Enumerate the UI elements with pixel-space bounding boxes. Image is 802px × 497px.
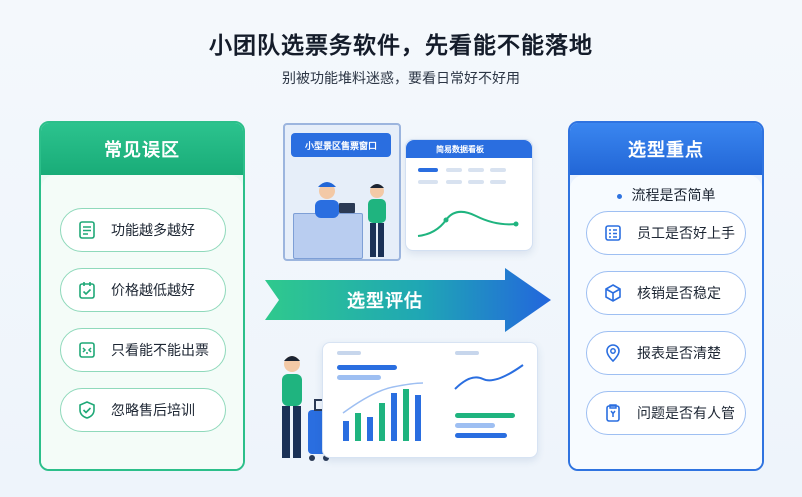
page-title: 小团队选票务软件，先看能不能落地 bbox=[209, 33, 593, 59]
report-scene bbox=[270, 342, 542, 466]
key-point-label: 报表是否清楚 bbox=[637, 346, 721, 362]
arrow-shape bbox=[265, 268, 551, 332]
misconceptions-panel: 常见误区 功能越多越好 价格越低越好 只看能不能出票 忽略售后培训 bbox=[39, 121, 245, 471]
dashboard-line-chart bbox=[417, 168, 519, 237]
evaluation-arrow: 选型评估 bbox=[265, 268, 551, 332]
misconception-item-support: 忽略售后培训 bbox=[60, 388, 226, 432]
ticket-scan-icon bbox=[77, 340, 97, 360]
misconceptions-body: 功能越多越好 价格越低越好 只看能不能出票 忽略售后培训 bbox=[41, 175, 243, 469]
booth-counter bbox=[293, 213, 363, 259]
bullet-dot bbox=[616, 193, 622, 199]
misconception-label: 功能越多越好 bbox=[111, 223, 195, 239]
dashboard-title: 简易数据看板 bbox=[406, 140, 532, 158]
clipboard-y-icon bbox=[603, 403, 623, 423]
key-points-body: 流程是否简单 员工是否好上手 核销是否稳定 报表是否清楚 问题是否有人管 bbox=[570, 175, 762, 469]
list-doc-icon bbox=[603, 223, 623, 243]
key-point-label: 流程是否简单 bbox=[631, 188, 716, 204]
key-points-panel: 选型重点 流程是否简单 员工是否好上手 核销是否稳定 报表是否清楚 bbox=[568, 121, 764, 471]
misconceptions-title: 常见误区 bbox=[41, 123, 243, 175]
key-point-item-process: 流程是否简单 bbox=[570, 185, 762, 205]
key-point-label: 员工是否好上手 bbox=[637, 226, 735, 242]
key-points-title: 选型重点 bbox=[570, 123, 762, 175]
key-point-item-verification: 核销是否稳定 bbox=[586, 271, 746, 315]
misconception-item-ticketing: 只看能不能出票 bbox=[60, 328, 226, 372]
misconception-label: 价格越低越好 bbox=[111, 283, 195, 299]
calendar-check-icon bbox=[77, 280, 97, 300]
dashboard-card: 简易数据看板 bbox=[405, 139, 533, 251]
shield-check-icon bbox=[77, 400, 97, 420]
key-point-label: 问题是否有人管 bbox=[637, 406, 735, 422]
ticket-booth: 小型景区售票窗口 bbox=[283, 123, 401, 261]
page-subtitle: 别被功能堆料迷惑，要看日常好不好用 bbox=[282, 71, 520, 87]
key-point-item-reports: 报表是否清楚 bbox=[586, 331, 746, 375]
misconception-label: 忽略售后培训 bbox=[111, 403, 195, 419]
cube-icon bbox=[603, 283, 623, 303]
key-point-label: 核销是否稳定 bbox=[637, 286, 721, 302]
misconception-label: 只看能不能出票 bbox=[111, 343, 209, 359]
key-point-item-issues: 问题是否有人管 bbox=[586, 391, 746, 435]
key-point-item-onboarding: 员工是否好上手 bbox=[586, 211, 746, 255]
report-dashboard bbox=[322, 342, 538, 458]
checklist-icon bbox=[77, 220, 97, 240]
booth-sign: 小型景区售票窗口 bbox=[291, 133, 391, 157]
booth-people-illustration bbox=[315, 182, 386, 257]
ticket-booth-scene: 小型景区售票窗口 简易数据看板 bbox=[283, 123, 539, 261]
misconception-item-price: 价格越低越好 bbox=[60, 268, 226, 312]
arrow-label: 选型评估 bbox=[347, 291, 423, 312]
location-pin-icon bbox=[603, 343, 623, 363]
misconception-item-features: 功能越多越好 bbox=[60, 208, 226, 252]
report-bar-chart bbox=[337, 351, 524, 441]
